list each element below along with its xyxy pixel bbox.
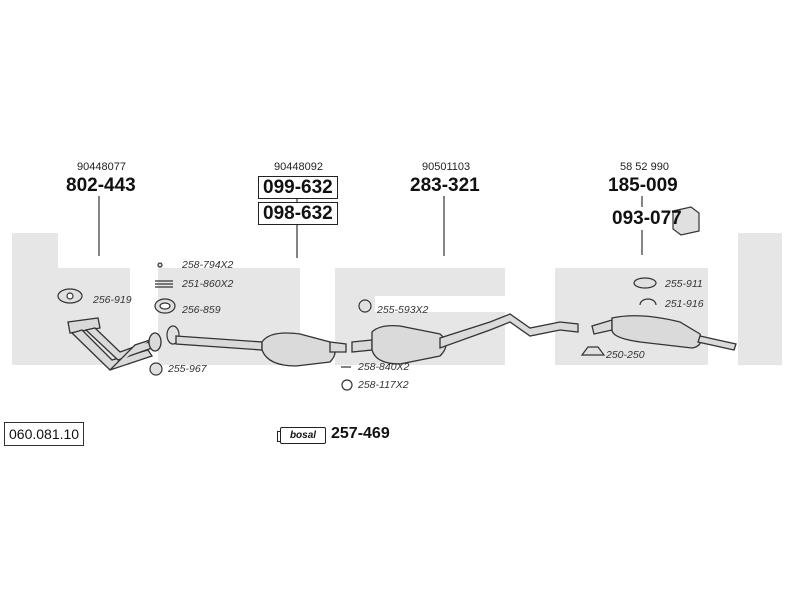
bracket-250-250-icon — [580, 346, 606, 356]
part-number-099-632: 099-632 — [258, 176, 338, 199]
small-part-icons — [57, 206, 700, 391]
small-part-250-250: 250-250 — [606, 349, 645, 361]
part-number-185-009: 185-009 — [608, 175, 678, 196]
gasket-255-911-icon — [633, 277, 657, 289]
small-part-255-911: 255-911 — [665, 278, 703, 290]
oem-number-2: 90448092 — [274, 161, 323, 173]
small-part-251-916: 251-916 — [665, 298, 704, 310]
rear-silencer-part — [591, 315, 737, 351]
mount-255-967-icon — [149, 362, 163, 376]
small-part-258-840X2: 258-840X2 — [358, 361, 410, 373]
clamp-251-916-icon — [639, 298, 657, 306]
catalytic-converter-part — [175, 332, 347, 367]
kit-number: 257-469 — [331, 425, 390, 442]
small-part-258-117X2: 258-117X2 — [358, 379, 409, 391]
bosal-logo: bosal — [277, 427, 326, 444]
front-pipe-part — [67, 317, 162, 371]
small-part-251-860X2: 251-860X2 — [182, 278, 234, 290]
middle-silencer-part — [351, 313, 579, 365]
part-number-283-321: 283-321 — [410, 175, 480, 196]
oem-number-4: 58 52 990 — [620, 161, 669, 173]
oem-number-3: 90501103 — [422, 161, 471, 173]
ring-258-117X2-icon — [341, 379, 353, 391]
part-number-098-632: 098-632 — [258, 202, 338, 225]
oem-number-1: 90448077 — [77, 161, 126, 173]
small-part-255-967: 255-967 — [168, 363, 207, 375]
spring-258-794X2-icon — [157, 262, 163, 268]
small-part-256-919: 256-919 — [93, 294, 132, 306]
spring-251-860X2-icon — [155, 280, 173, 288]
diagram-code: 060.081.10 — [4, 422, 85, 446]
bracket-093-077-icon — [672, 206, 700, 236]
small-part-256-859: 256-859 — [182, 304, 221, 316]
leader-lines — [98, 196, 643, 258]
part-number-802-443: 802-443 — [66, 175, 136, 196]
part-number-093-077: 093-077 — [612, 208, 682, 229]
mount-255-593X2-icon — [358, 299, 372, 313]
small-part-255-593X2: 255-593X2 — [377, 304, 429, 316]
small-part-258-794X2: 258-794X2 — [182, 259, 234, 271]
